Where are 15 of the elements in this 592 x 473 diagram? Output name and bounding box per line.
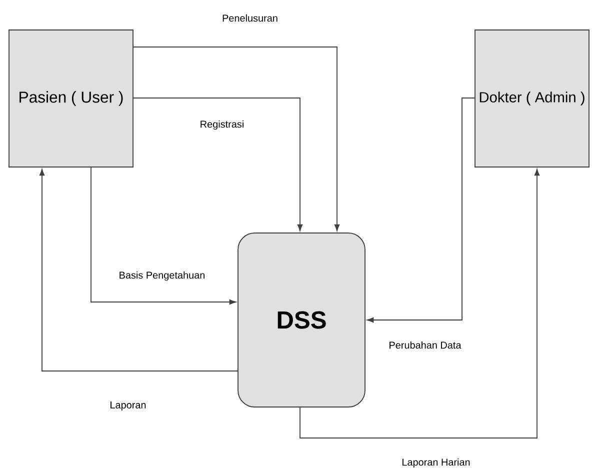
entity-box: Pasien ( User ) bbox=[8, 30, 134, 168]
arrow bbox=[39, 169, 238, 372]
edge-label: Penelusuran bbox=[220, 13, 280, 23]
edge-label: Perubahan Data bbox=[388, 340, 462, 350]
arrow bbox=[90, 167, 236, 305]
edge-label: Laporan bbox=[108, 400, 148, 412]
arrow bbox=[133, 46, 340, 231]
arrow bbox=[133, 98, 303, 231]
edge-label: Registrasi bbox=[198, 119, 246, 131]
entity-box: Dokter ( Admin ) bbox=[474, 30, 590, 168]
process-box: DSS bbox=[238, 232, 366, 408]
arrow bbox=[300, 169, 540, 438]
edge-label: Laporan Harian bbox=[400, 457, 472, 469]
edge-label: Basis Pengetahuan bbox=[118, 270, 206, 282]
arrow bbox=[367, 98, 475, 323]
